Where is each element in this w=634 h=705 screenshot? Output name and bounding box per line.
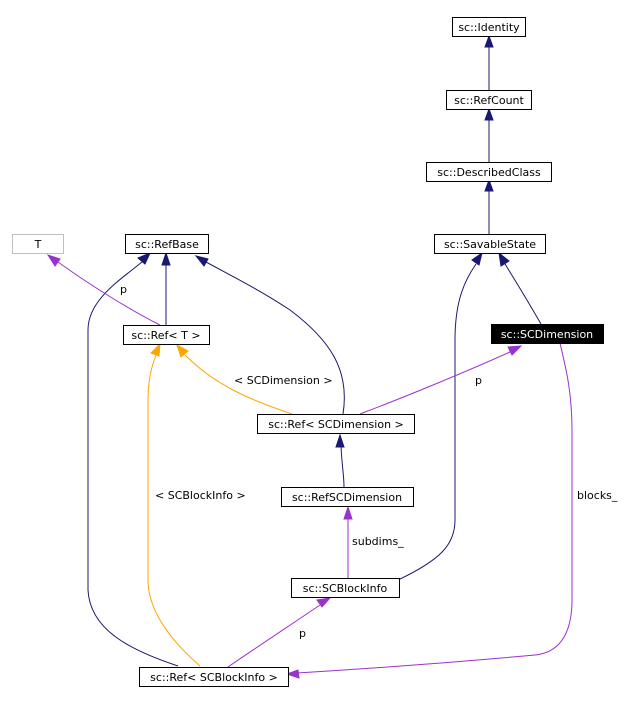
- edge-ref-scblockinfo-scdimension: [296, 342, 573, 674]
- node-label: sc::Identity: [458, 21, 520, 34]
- edge-ref-scdimension-refbase: [205, 261, 345, 415]
- node-label: sc::RefBase: [135, 238, 199, 251]
- node-ref-scblockinfo[interactable]: sc::Ref< SCBlockInfo >: [139, 667, 289, 687]
- edge-scdimension-savablestate: [504, 263, 542, 325]
- node-describedclass[interactable]: sc::DescribedClass: [426, 162, 552, 182]
- arrowhead: [316, 597, 332, 608]
- node-savablestate[interactable]: sc::SavableState: [434, 234, 546, 254]
- edge-ref-scblockinfo-ref-t: [147, 354, 201, 667]
- edge-ref-scblockinfo-scblockinfo: [227, 604, 321, 668]
- node-T[interactable]: T: [12, 234, 64, 254]
- edge-ref-scdimension-ref-t: [184, 354, 293, 415]
- arrowhead: [471, 251, 483, 266]
- node-label: sc::Ref< T >: [131, 329, 200, 342]
- node-label: sc::RefCount: [454, 94, 524, 107]
- edge-label-p-T: p: [120, 283, 127, 296]
- node-ref-t[interactable]: sc::Ref< T >: [123, 325, 210, 345]
- arrowhead: [285, 669, 300, 679]
- arrowhead: [507, 345, 523, 356]
- node-refcount[interactable]: sc::RefCount: [446, 90, 532, 110]
- arrowhead: [343, 505, 353, 520]
- edge-label-p-scdimension: p: [475, 374, 482, 387]
- node-label: sc::SCBlockInfo: [303, 582, 388, 595]
- edge-refscdimension-ref-scdimension: [340, 445, 345, 488]
- node-label: T: [34, 238, 42, 251]
- node-refbase[interactable]: sc::RefBase: [125, 234, 209, 254]
- edge-scblockinfo-savablestate: [397, 263, 477, 581]
- node-label: sc::Ref< SCDimension >: [268, 418, 404, 431]
- node-scblockinfo[interactable]: sc::SCBlockInfo: [291, 578, 400, 598]
- node-label: sc::RefSCDimension: [292, 491, 402, 504]
- node-ref-scdimension[interactable]: sc::Ref< SCDimension >: [257, 414, 415, 434]
- node-refscdimension[interactable]: sc::RefSCDimension: [281, 487, 414, 507]
- node-label: sc::SavableState: [444, 238, 536, 251]
- node-label: sc::DescribedClass: [437, 166, 541, 179]
- arrowhead: [484, 107, 494, 121]
- edge-label-tmpl-scdimension: < SCDimension >: [234, 374, 333, 387]
- edge-label-blocks: blocks_: [577, 489, 618, 502]
- edge-ref-scdimension-scdimension: [359, 351, 511, 415]
- arrowhead: [484, 178, 494, 192]
- arrowhead: [161, 251, 171, 266]
- edge-label-tmpl-scblockinfo: < SCBlockInfo >: [155, 489, 246, 502]
- arrowhead: [176, 343, 189, 358]
- arrowhead: [484, 34, 494, 48]
- edge-ref-t-T: [57, 261, 161, 326]
- arrowhead: [46, 254, 61, 267]
- node-identity[interactable]: sc::Identity: [452, 17, 526, 37]
- arrowhead: [150, 342, 161, 357]
- arrowhead: [137, 252, 151, 265]
- edge-ref-scblockinfo-refbase: [87, 261, 179, 667]
- arrowhead: [498, 251, 510, 267]
- node-label: sc::SCDimension: [501, 328, 593, 341]
- arrowhead: [335, 433, 345, 448]
- node-label: sc::Ref< SCBlockInfo >: [150, 671, 278, 684]
- edge-label-p-scblockinfo: p: [299, 627, 306, 640]
- edge-label-subdims: subdims_: [352, 535, 404, 548]
- arrowhead: [194, 255, 209, 267]
- node-scdimension[interactable]: sc::SCDimension: [491, 324, 604, 344]
